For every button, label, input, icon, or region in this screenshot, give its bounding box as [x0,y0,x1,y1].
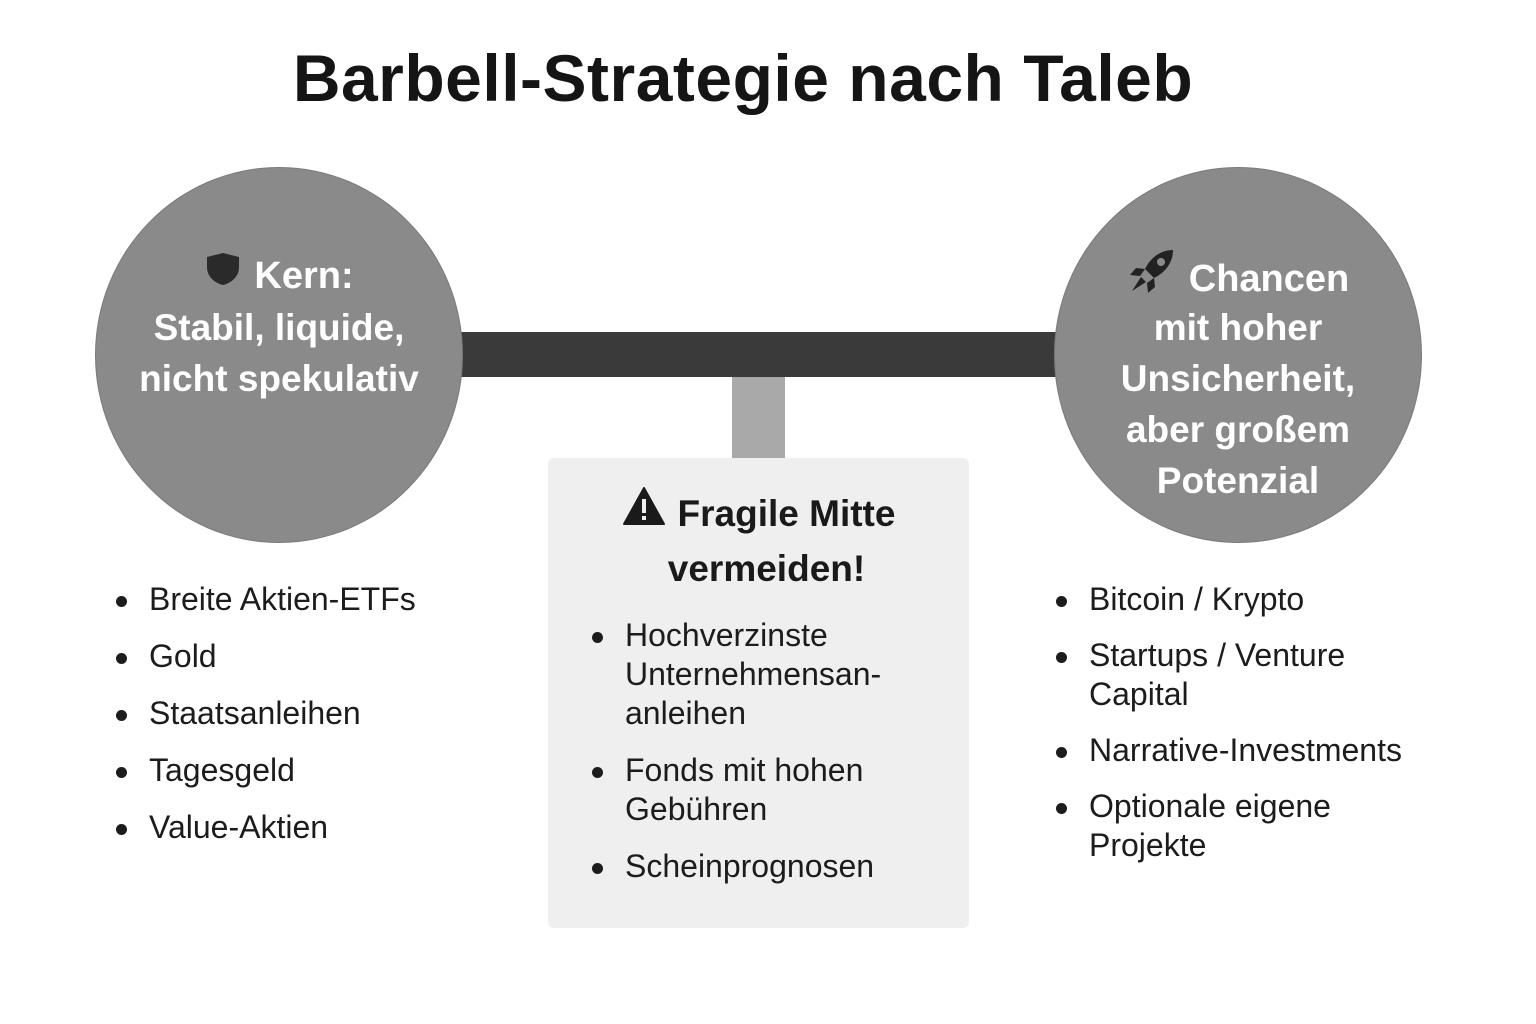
opportunity-heading-text: Chancen [1188,258,1350,301]
list-item-text: Hochverzinste [625,617,828,653]
list-item: Gold [116,637,516,676]
opportunity-subtitle-line: mit hoher [1153,307,1323,348]
list-item: Fonds mit hohen Gebühren [592,751,952,829]
bullet-icon [116,767,127,778]
opportunity-subtitle: mit hoher Unsicherheit, aber großem Pote… [1055,302,1421,506]
list-item-text: Capital [1089,676,1189,712]
bullet-icon [1056,652,1067,663]
core-heading-text: Kern: [254,255,354,297]
core-circle: Kern: Stabil, liquide, nicht spekulativ [95,167,463,543]
bullet-icon [116,824,127,835]
opportunity-heading: Chancen [1055,250,1421,312]
bullet-icon [1056,596,1067,607]
list-item-text: Projekte [1089,827,1207,863]
barbell-bar [440,332,1080,377]
rocket-icon [1127,247,1177,309]
core-list: Breite Aktien-ETFs Gold Staatsanleihen T… [116,580,516,865]
list-item-text: anleihen [625,695,746,731]
list-item-text: Value-Aktien [149,809,329,845]
list-item-text: Fonds mit hohen [625,752,864,788]
list-item-text: Scheinprognosen [625,848,875,884]
barbell-stem [732,377,785,459]
core-subtitle-line: Stabil, liquide, [153,307,405,348]
list-item-text: Gebühren [625,791,768,827]
list-item-text: Tagesgeld [149,752,295,788]
fragile-middle-box: Fragile Mitte vermeiden! [548,458,969,928]
fragile-middle-heading: Fragile Mitte vermeiden! [548,486,969,595]
list-item: Scheinprognosen [592,847,952,886]
list-item-text: Bitcoin / Krypto [1089,581,1305,617]
bullet-icon [116,710,127,721]
opportunity-subtitle-line: aber großem [1125,409,1351,450]
list-item-text: Unternehmensan- [625,656,882,692]
list-item-text: Optionale eigene [1089,788,1331,824]
bullet-icon [592,863,603,874]
warning-icon [622,486,666,540]
bullet-icon [592,632,603,643]
opportunity-subtitle-line: Unsicherheit, [1120,358,1356,399]
list-item: Bitcoin / Krypto [1056,580,1476,619]
page-title: Barbell-Strategie nach Taleb [292,41,1194,115]
opportunity-subtitle-line: Potenzial [1156,460,1320,501]
list-item-text: Startups / Venture [1089,637,1346,673]
core-subtitle-line: nicht spekulativ [139,358,419,399]
fragile-list: Hochverzinste Unternehmensan- anleihen F… [592,616,952,904]
list-item: Optionale eigene Projekte [1056,787,1476,865]
list-item: Staatsanleihen [116,694,516,733]
bullet-icon [1056,747,1067,758]
list-item-text: Gold [149,638,217,674]
bullet-icon [116,596,127,607]
list-item: Breite Aktien-ETFs [116,580,516,619]
opportunity-circle: Chancen mit hoher Unsicherheit, aber gro… [1054,167,1422,543]
list-item: Tagesgeld [116,751,516,790]
core-heading: Kern: [96,250,462,304]
opportunity-list: Bitcoin / Krypto Startups / Venture Capi… [1056,580,1476,882]
bullet-icon [1056,803,1067,814]
list-item: Startups / Venture Capital [1056,636,1476,714]
bullet-icon [592,767,603,778]
list-item: Value-Aktien [116,808,516,847]
core-subtitle: Stabil, liquide, nicht spekulativ [96,302,462,404]
bullet-icon [116,653,127,664]
list-item-text: Breite Aktien-ETFs [149,581,416,617]
list-item-text: Narrative-Investments [1089,732,1402,768]
fragile-heading-line1: Fragile Mitte [677,493,896,534]
list-item: Narrative-Investments [1056,731,1476,770]
list-item-text: Staatsanleihen [149,695,361,731]
fragile-heading-line2: vermeiden! [667,548,866,590]
list-item: Hochverzinste Unternehmensan- anleihen [592,616,952,733]
shield-icon [204,249,242,301]
